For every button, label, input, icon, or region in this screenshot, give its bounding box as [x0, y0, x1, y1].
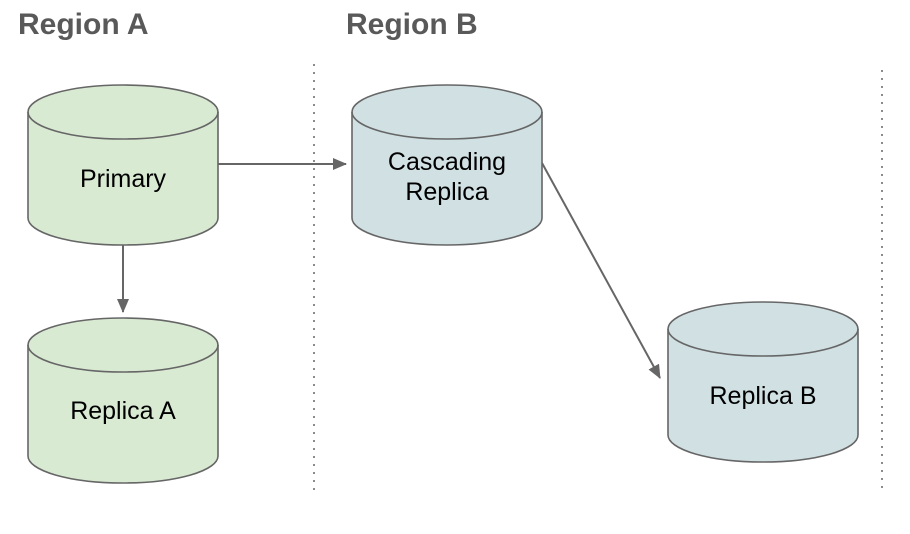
cascading-replica-cylinder-lid	[351, 111, 543, 140]
primary-cylinder-lid	[27, 111, 219, 140]
primary-label: Primary	[79, 165, 167, 193]
replica-b-label: Replica B	[709, 382, 817, 410]
edge-cascading-to-replica-b	[541, 162, 661, 379]
replica-a-label: Replica A	[70, 397, 176, 425]
replica-b-cylinder-shape	[667, 301, 859, 463]
cascading-replica-label: Cascading Replica	[387, 148, 507, 206]
node-replica-a	[27, 317, 219, 484]
replica-a-cylinder-lid	[27, 344, 219, 373]
replica-b-cylinder-lid	[667, 328, 859, 357]
primary-cylinder-shape	[27, 84, 219, 246]
region-a-title: Region A	[18, 8, 149, 41]
region-b-title: Region B	[346, 8, 478, 41]
node-replica-b	[667, 301, 859, 463]
node-primary	[27, 84, 219, 246]
cascading-replica-cylinder-shape	[351, 84, 543, 246]
node-cascading-replica	[351, 84, 543, 246]
replica-a-cylinder-shape	[27, 317, 219, 484]
